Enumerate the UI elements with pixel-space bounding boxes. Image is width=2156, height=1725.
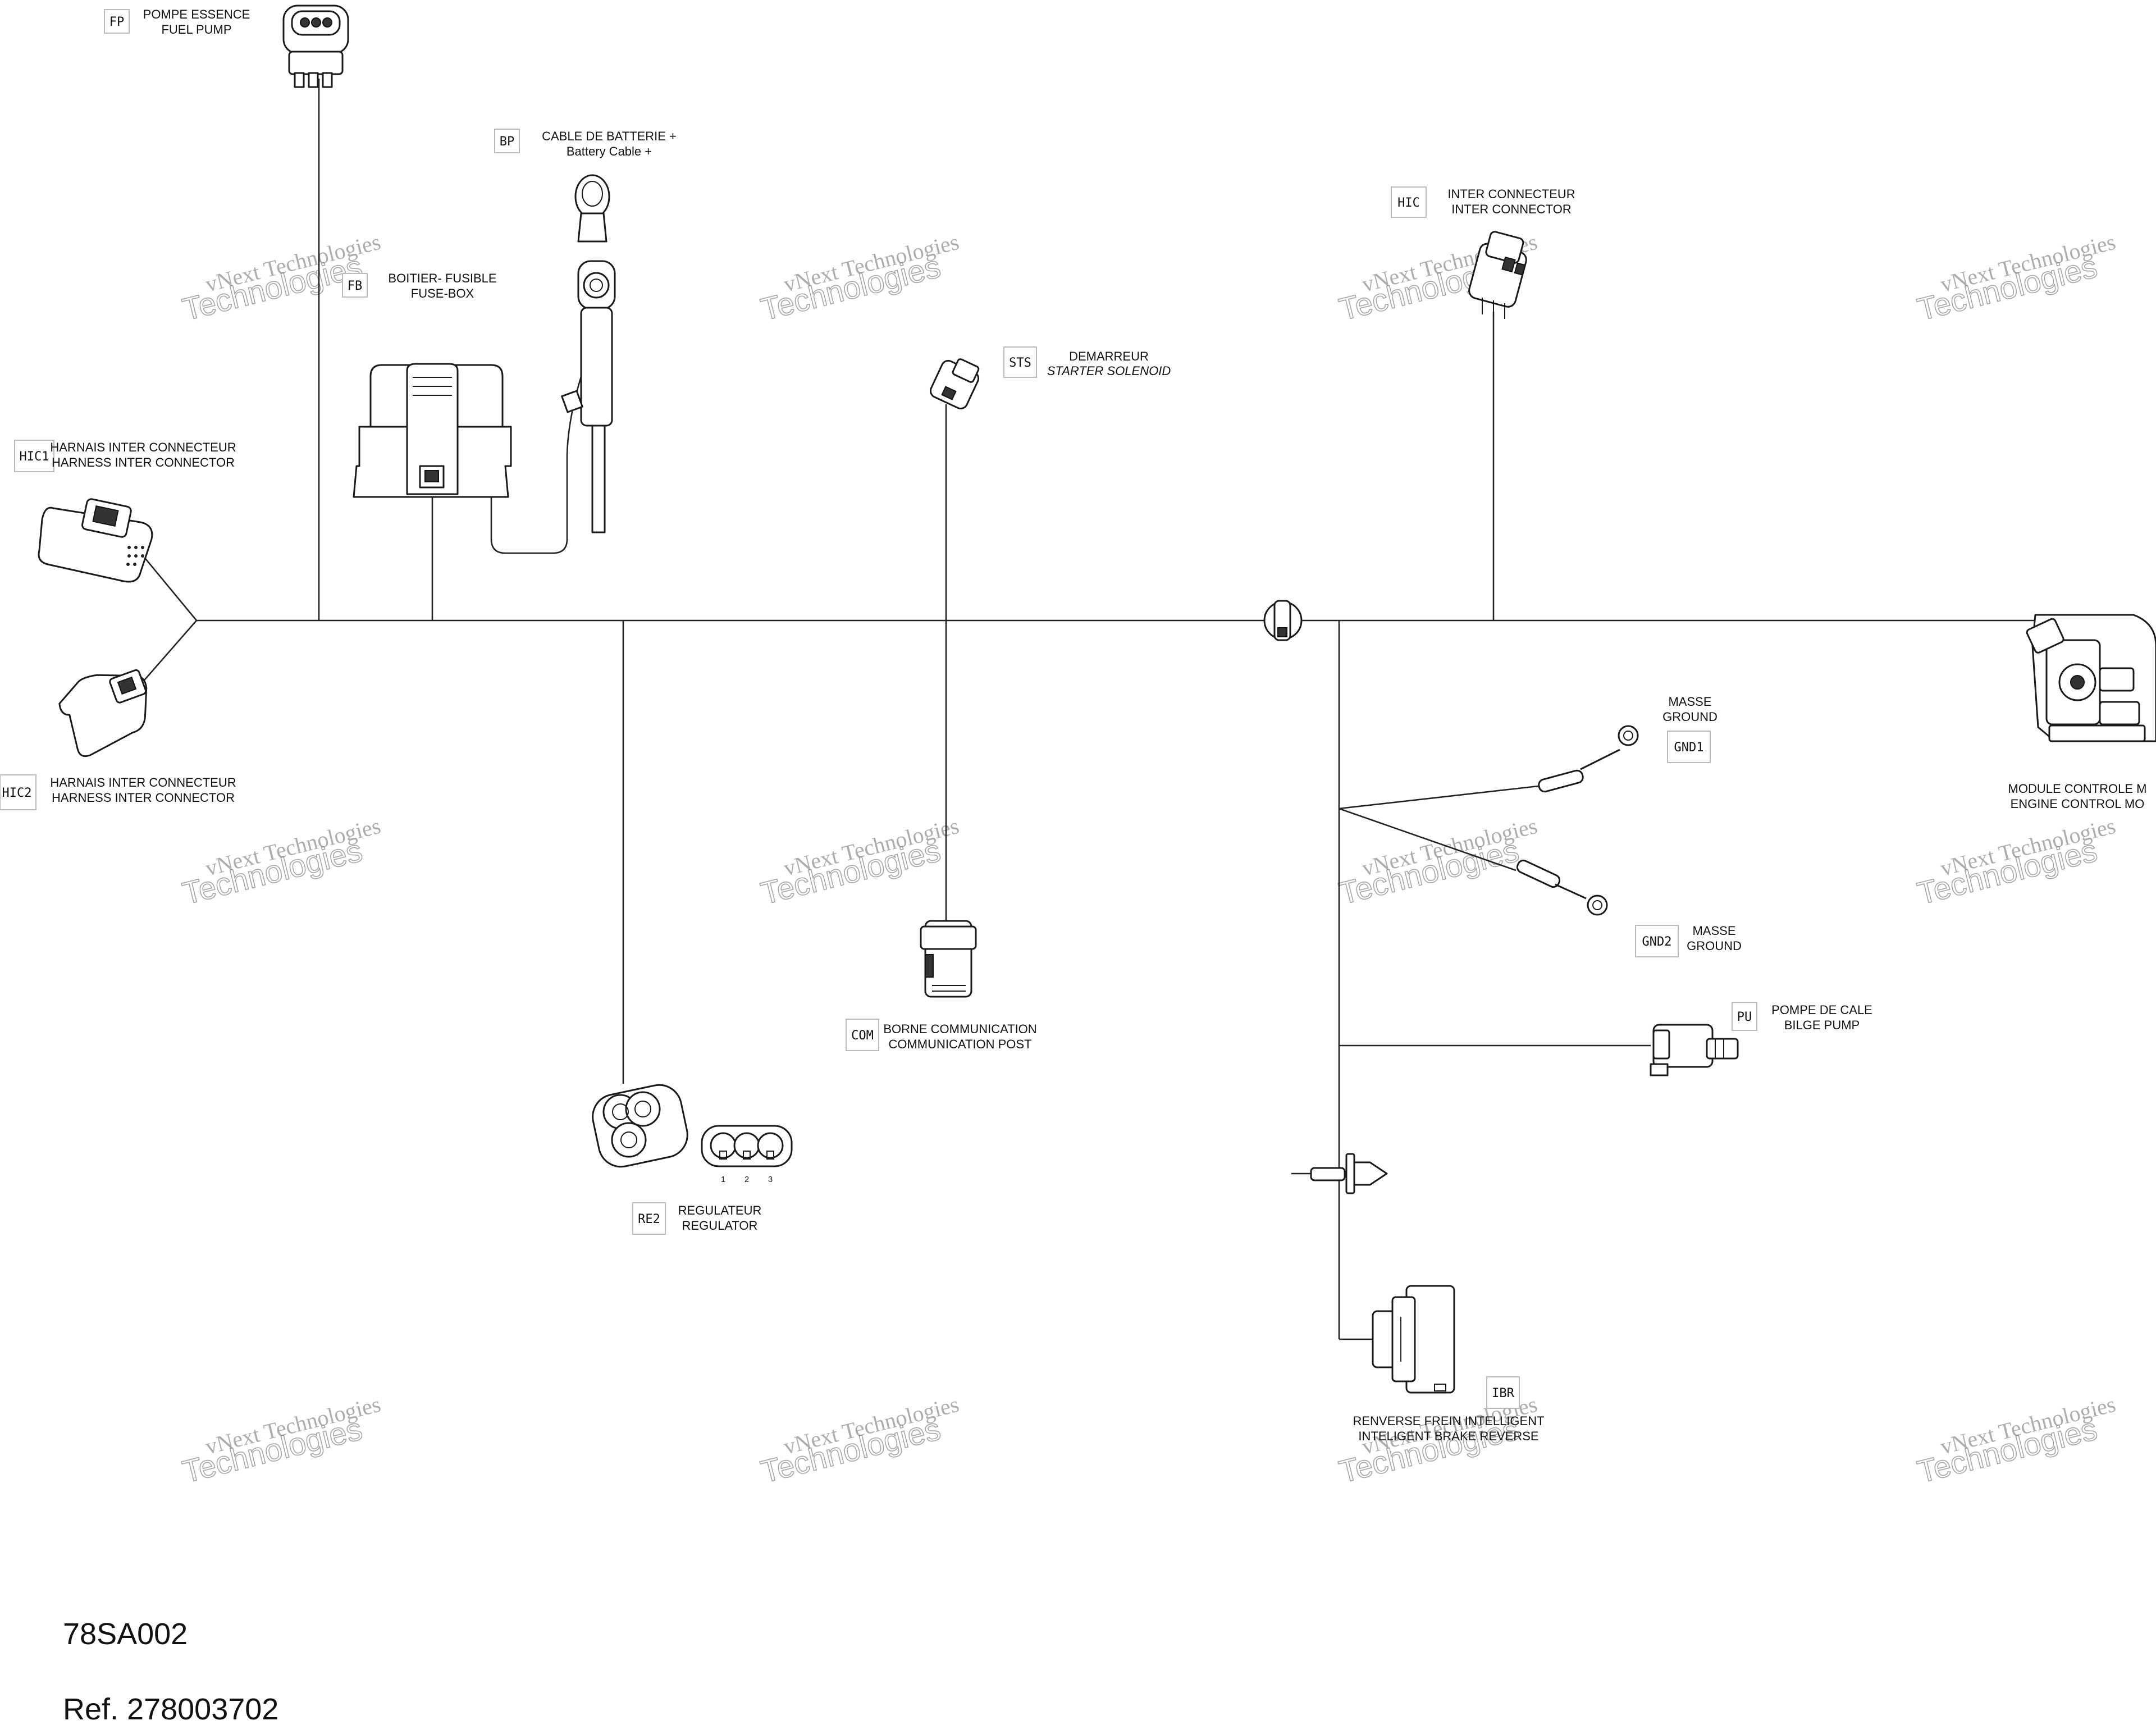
code-gnd1: GND1	[1674, 741, 1704, 755]
code-hic1: HIC1	[20, 450, 49, 464]
code-fp: FP	[109, 15, 125, 29]
label-inter-connector: HIC INTER CONNECTEUR INTER CONNECTOR	[1391, 186, 1575, 218]
communication-post	[920, 920, 977, 998]
starter-solenoid-connector	[929, 358, 980, 410]
code-gnd2: GND2	[1642, 935, 1672, 949]
gnd1-wire	[1339, 785, 1539, 810]
code-pu: PU	[1737, 1010, 1752, 1024]
svg-text:BOITIER- FUSIBLE: BOITIER- FUSIBLE	[388, 271, 496, 285]
svg-text:HARNAIS INTER CONNECTEUR: HARNAIS INTER CONNECTEUR	[50, 440, 236, 454]
svg-text:HARNAIS INTER CONNECTEUR: HARNAIS INTER CONNECTEUR	[50, 775, 236, 790]
svg-text:HARNESS INTER CONNECTOR: HARNESS INTER CONNECTOR	[52, 455, 235, 469]
wire-harness	[137, 79, 2089, 1340]
regulator-pin-3: 3	[768, 1175, 773, 1184]
watermark: Technologies vNext Technologies	[1913, 813, 2118, 912]
svg-text:POMPE ESSENCE: POMPE ESSENCE	[143, 7, 250, 21]
hic1-branch-wire	[142, 555, 198, 621]
harness-inter-connector-2	[58, 669, 148, 757]
svg-text:MASSE: MASSE	[1668, 695, 1711, 709]
svg-text:DEMARREUR: DEMARREUR	[1069, 349, 1149, 363]
splice-clip	[1263, 600, 1303, 641]
watermark: Technologies vNext Technologies	[1335, 813, 1540, 912]
ground-cable-1	[1538, 725, 1639, 793]
label-ground-2: GND2 MASSE GROUND	[1635, 924, 1742, 957]
label-battery-cable: BP CABLE DE BATTERIE + Battery Cable +	[494, 129, 677, 158]
regulator-connector	[592, 1084, 688, 1168]
drawing-id: 78SA002	[63, 1617, 188, 1651]
svg-text:STARTER SOLENOID: STARTER SOLENOID	[1047, 364, 1171, 378]
svg-text:CABLE DE BATTERIE +: CABLE DE BATTERIE +	[542, 129, 677, 143]
label-intelligent-brake-reverse: IBR RENVERSE FREIN INTELLIGENT INTELIGEN…	[1353, 1376, 1545, 1443]
svg-text:BORNE COMMUNICATION: BORNE COMMUNICATION	[883, 1022, 1036, 1036]
code-hic2: HIC2	[2, 786, 32, 800]
code-fb: FB	[348, 279, 363, 293]
ground-cable-2	[1516, 859, 1608, 916]
label-regulator: 1 2 3 RE2 REGULATEUR REGULATOR	[632, 1175, 773, 1235]
label-fuel-pump: FP POMPE ESSENCE FUEL PUMP	[104, 7, 250, 36]
svg-text:Battery Cable +: Battery Cable +	[567, 144, 652, 158]
svg-text:INTER CONNECTOR: INTER CONNECTOR	[1451, 202, 1572, 216]
inter-connector	[1468, 231, 1527, 319]
svg-text:REGULATEUR: REGULATEUR	[678, 1203, 762, 1217]
svg-text:POMPE DE CALE: POMPE DE CALE	[1771, 1003, 1872, 1017]
hic2-branch-wire	[137, 620, 197, 688]
svg-text:RENVERSE FREIN INTELLIGENT: RENVERSE FREIN INTELLIGENT	[1353, 1414, 1544, 1428]
watermark: Technologies vNext Technologies	[757, 813, 961, 912]
engine-control-module	[2026, 614, 2156, 742]
watermark: Technologies vNext Technologies	[757, 1391, 961, 1490]
bilge-pump-connector	[1650, 1024, 1739, 1076]
label-engine-control-module: MODULE CONTROLE M ENGINE CONTROL MO	[2008, 782, 2147, 811]
watermark: Technologies vNext Technologies	[1913, 229, 2118, 328]
label-harness-inter-connector-1: HIC1 HARNAIS INTER CONNECTEUR HARNESS IN…	[14, 440, 236, 472]
svg-text:GROUND: GROUND	[1662, 710, 1718, 724]
code-bp: BP	[500, 135, 515, 149]
battery-cable	[561, 174, 616, 533]
label-ground-1: MASSE GROUND GND1	[1662, 695, 1718, 763]
label-harness-inter-connector-2: HIC2 HARNAIS INTER CONNECTEUR HARNESS IN…	[0, 774, 236, 810]
fuse-box	[353, 363, 512, 498]
svg-text:HARNESS INTER CONNECTOR: HARNESS INTER CONNECTOR	[52, 791, 235, 805]
svg-text:COMMUNICATION POST: COMMUNICATION POST	[888, 1037, 1031, 1051]
watermark: Technologies vNext Technologies	[179, 813, 383, 912]
intelligent-brake-reverse-connector	[1372, 1285, 1455, 1394]
svg-text:FUSE-BOX: FUSE-BOX	[411, 286, 474, 300]
label-starter-solenoid: STS DEMARREUR STARTER SOLENOID	[1003, 346, 1171, 378]
label-communication-post: COM BORNE COMMUNICATION COMMUNICATION PO…	[846, 1019, 1037, 1051]
svg-text:FUEL PUMP: FUEL PUMP	[161, 22, 231, 36]
regulator-pin-2: 2	[744, 1175, 749, 1184]
svg-text:BILGE PUMP: BILGE PUMP	[1784, 1018, 1860, 1032]
drawing-ref: Ref. 278003702	[63, 1692, 278, 1725]
code-hic: HIC	[1397, 196, 1420, 210]
svg-text:INTER CONNECTEUR: INTER CONNECTEUR	[1447, 187, 1575, 201]
fuel-pump-connector	[282, 4, 349, 88]
svg-text:REGULATOR: REGULATOR	[682, 1219, 758, 1233]
code-com: COM	[851, 1029, 874, 1043]
regulator-pin-face	[701, 1125, 793, 1167]
svg-text:MASSE: MASSE	[1692, 924, 1735, 938]
code-sts: STS	[1009, 356, 1031, 370]
harness-inter-connector-1	[38, 498, 153, 583]
watermark: Technologies vNext Technologies	[757, 229, 961, 328]
watermark: Technologies vNext Technologies	[179, 1391, 383, 1490]
svg-text:INTELIGENT BRAKE REVERSE: INTELIGENT BRAKE REVERSE	[1358, 1429, 1538, 1443]
watermark: Technologies vNext Technologies	[1913, 1391, 2118, 1490]
svg-text:MODULE CONTROLE M: MODULE CONTROLE M	[2008, 782, 2147, 796]
label-bilge-pump: PU POMPE DE CALE BILGE PUMP	[1732, 1002, 1872, 1032]
label-fuse-box: FB BOITIER- FUSIBLE FUSE-BOX	[342, 271, 497, 300]
regulator-pin-1: 1	[721, 1175, 725, 1184]
svg-text:ENGINE CONTROL MO: ENGINE CONTROL MO	[2011, 797, 2145, 811]
gnd2-wire	[1339, 807, 1516, 871]
code-ibr: IBR	[1492, 1386, 1514, 1400]
svg-text:GROUND: GROUND	[1687, 939, 1742, 953]
code-re2: RE2	[638, 1212, 660, 1226]
sensor-probe	[1310, 1153, 1388, 1194]
